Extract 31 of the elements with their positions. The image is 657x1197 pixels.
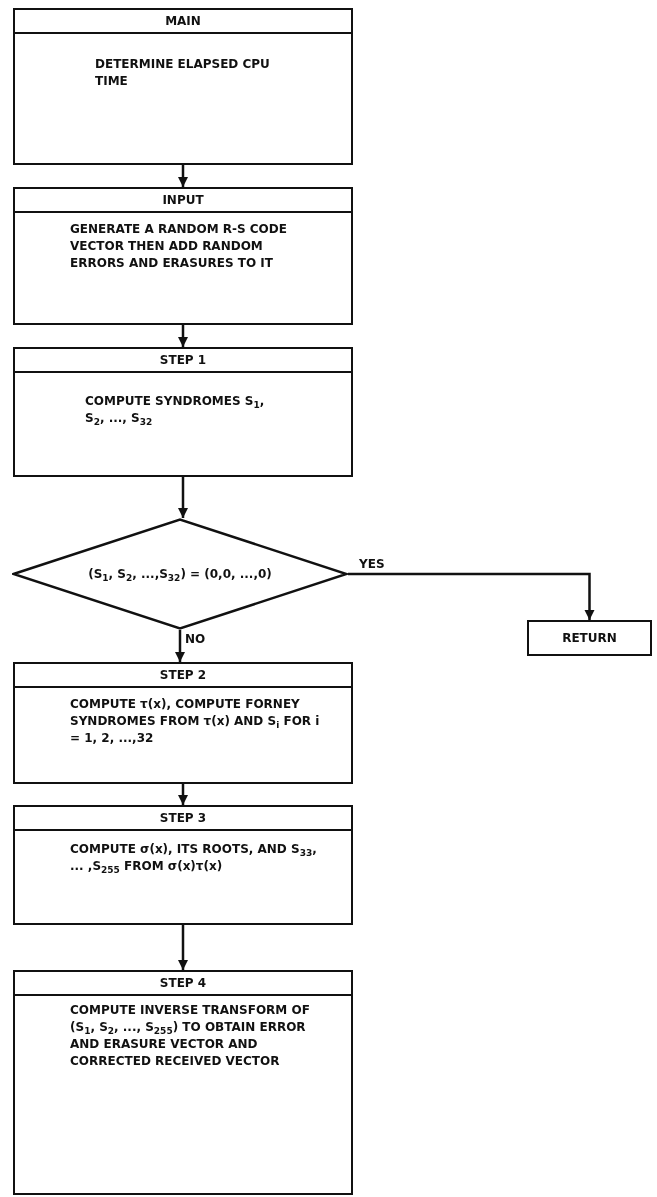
box-heading: STEP 3 xyxy=(159,811,207,825)
box-heading: MAIN xyxy=(165,14,201,28)
arrow xyxy=(178,784,188,805)
step-description: COMPUTE τ(x), COMPUTE FORNEY SYNDROMES FROM τ(x) AND S$_{i}$ FOR i = 1, 2, ...,32 xyxy=(70,696,321,747)
arrow xyxy=(178,165,188,187)
arrow xyxy=(178,925,188,970)
arrow xyxy=(178,325,188,347)
process-box xyxy=(13,8,353,165)
step-description: COMPUTE σ(x), ITS ROOTS, AND S$_{33}$, ... ,S$_{255}$ FROM σ(x)τ(x) xyxy=(70,841,318,875)
box-heading: INPUT xyxy=(162,193,204,207)
box-label: RETURN xyxy=(562,631,617,645)
step-description: COMPUTE INVERSE TRANSFORM OF (S$_{1}$, S$_{2}$, ..., S$_{255}$) TO OBTAIN ERROR AND ERASURE VECTOR AND CORRECTED RECEIVED VECTOR xyxy=(70,1002,311,1070)
process-box xyxy=(13,662,353,784)
arrow xyxy=(175,630,185,662)
box-heading: STEP 1 xyxy=(159,353,207,367)
process-box xyxy=(13,970,353,1195)
process-box xyxy=(13,187,353,325)
box-heading: STEP 4 xyxy=(159,976,207,990)
edge-label: NO xyxy=(184,632,207,646)
box-heading: STEP 2 xyxy=(159,668,207,682)
process-box xyxy=(13,347,353,477)
step-description: GENERATE A RANDOM R-S CODE VECTOR THEN ADD RANDOM ERRORS AND ERASURES TO IT xyxy=(70,221,288,272)
step-description: COMPUTE SYNDROMES S$_{1}$, S$_{2}$, ..., S$_{32}$ xyxy=(85,393,266,427)
decision-diamond xyxy=(12,518,348,630)
arrow xyxy=(178,477,188,518)
arrow xyxy=(348,572,595,620)
process-box xyxy=(13,805,353,925)
condition-text: (S$_{1}$, S$_{2}$, ...,S$_{32}$) = (0,0, ...,0) xyxy=(88,567,272,581)
edge-label: YES xyxy=(358,557,386,571)
terminal-box xyxy=(527,620,652,656)
step-description: DETERMINE ELAPSED CPU TIME xyxy=(95,56,271,90)
